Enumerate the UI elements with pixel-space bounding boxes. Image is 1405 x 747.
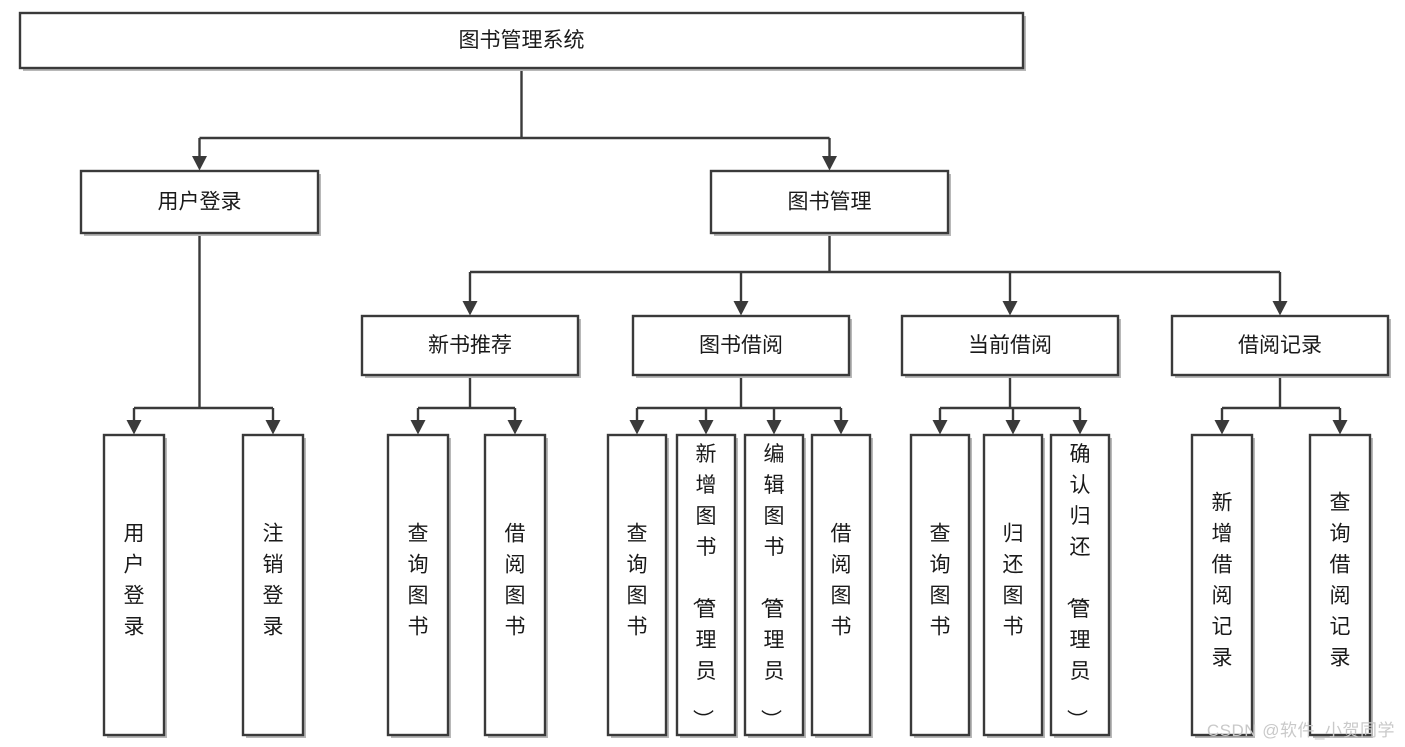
node-label: 新增借阅记录 <box>1212 492 1233 670</box>
node-leaf-logout[interactable]: 注销登录 <box>241 433 306 738</box>
node-label: 编辑图书（管理员） <box>759 443 785 730</box>
node-label: 图书借阅 <box>699 334 783 357</box>
node-label: 注销登录 <box>263 523 284 639</box>
node-label: 查询图书 <box>627 523 648 639</box>
node-leaf-query-record[interactable]: 查询借阅记录 <box>1308 433 1373 738</box>
node-leaf-user-login[interactable]: 用户登录 <box>102 433 167 738</box>
node-book-manage[interactable]: 图书管理 <box>709 169 951 236</box>
node-label: 确认归还（管理员） <box>1065 443 1091 730</box>
node-user-login[interactable]: 用户登录 <box>79 169 321 236</box>
node-label: 当前借阅 <box>968 334 1052 357</box>
watermark-text: CSDN @软件_小贺同学 <box>1206 721 1395 740</box>
node-leaf-edit-book[interactable]: 编辑图书（管理员） <box>743 433 806 738</box>
node-label: 借阅图书 <box>831 523 852 639</box>
node-label: 新增图书（管理员） <box>691 443 717 730</box>
node-root[interactable]: 图书管理系统 <box>18 11 1026 71</box>
node-leaf-query-book-2[interactable]: 查询图书 <box>606 433 669 738</box>
node-label: 查询借阅记录 <box>1330 492 1351 670</box>
node-borrow-record[interactable]: 借阅记录 <box>1170 314 1391 378</box>
node-leaf-return-book[interactable]: 归还图书 <box>982 433 1045 738</box>
nodes-layer: 图书管理系统用户登录图书管理新书推荐图书借阅当前借阅借阅记录用户登录注销登录查询… <box>18 11 1391 738</box>
node-leaf-query-book-1[interactable]: 查询图书 <box>386 433 451 738</box>
node-label: 用户登录 <box>158 191 242 214</box>
node-label: 查询图书 <box>408 523 429 639</box>
node-current-borrow[interactable]: 当前借阅 <box>900 314 1121 378</box>
node-leaf-borrow-book-1[interactable]: 借阅图书 <box>483 433 548 738</box>
node-book-borrow[interactable]: 图书借阅 <box>631 314 852 378</box>
node-leaf-add-book[interactable]: 新增图书（管理员） <box>675 433 738 738</box>
node-leaf-confirm-return[interactable]: 确认归还（管理员） <box>1049 433 1112 738</box>
node-leaf-borrow-book-2[interactable]: 借阅图书 <box>810 433 873 738</box>
node-label: 图书管理 <box>788 191 872 214</box>
node-label: 新书推荐 <box>428 334 512 357</box>
node-label: 用户登录 <box>124 523 145 639</box>
node-new-book-recommend[interactable]: 新书推荐 <box>360 314 581 378</box>
node-label: 查询图书 <box>930 523 951 639</box>
node-label: 归还图书 <box>1003 523 1024 639</box>
node-label: 借阅记录 <box>1238 334 1322 357</box>
node-label: 图书管理系统 <box>459 29 585 52</box>
edges-layer <box>126 68 1348 435</box>
node-leaf-add-record[interactable]: 新增借阅记录 <box>1190 433 1255 738</box>
node-leaf-query-book-3[interactable]: 查询图书 <box>909 433 972 738</box>
node-label: 借阅图书 <box>505 523 526 639</box>
